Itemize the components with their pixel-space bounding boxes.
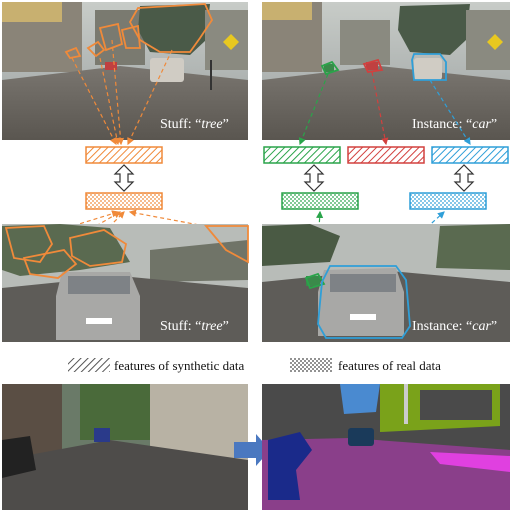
segmentation-map <box>262 384 510 510</box>
tree-outline-real <box>4 225 249 279</box>
car-outlines-synthetic <box>320 53 447 81</box>
feature-box-synthetic-car-red <box>347 146 425 164</box>
feature-box-real-tree <box>85 192 163 210</box>
synthetic-photo-instance <box>262 2 510 140</box>
caption-real-instance: Instance: “car” <box>412 319 497 334</box>
double-arrow-icon <box>303 164 325 192</box>
caption-real-stuff: Stuff: “tree” <box>160 319 229 334</box>
car-outlines-real <box>304 265 411 339</box>
real-photo-instance <box>262 224 510 342</box>
svg-text:Instance: “car”: Instance: “car” <box>412 117 497 132</box>
legend-synthetic: features of synthetic data <box>68 358 245 373</box>
feature-box-synthetic-tree <box>85 146 163 164</box>
caption-synthetic-instance: Instance: “car” <box>412 117 497 132</box>
svg-text:Stuff: “tree”: Stuff: “tree” <box>160 117 229 132</box>
feature-box-real-car-green <box>281 192 359 210</box>
double-arrow-icon <box>113 164 135 192</box>
right-arrow-icon <box>234 434 270 466</box>
legend-real-label: features of real data <box>338 358 441 373</box>
feature-box-synthetic-car-blue <box>431 146 509 164</box>
svg-text:Stuff: “tree”: Stuff: “tree” <box>160 319 229 334</box>
svg-text:Instance: “car”: Instance: “car” <box>412 319 497 334</box>
arrows-synthetic-to-feature-tree <box>71 39 173 146</box>
tree-outline-synthetic <box>64 3 214 60</box>
real-photo-input <box>2 384 248 510</box>
feature-box-synthetic-car-green <box>263 146 341 164</box>
legend-synthetic-label: features of synthetic data <box>114 358 245 373</box>
legend: features of synthetic data features of r… <box>68 358 441 373</box>
double-arrow-icon <box>453 164 475 192</box>
feature-box-real-car-blue <box>409 192 487 210</box>
arrows-synthetic-to-feature-car <box>298 71 471 146</box>
caption-synthetic-stuff: Stuff: “tree” <box>160 117 229 132</box>
legend-real: features of real data <box>290 358 441 373</box>
